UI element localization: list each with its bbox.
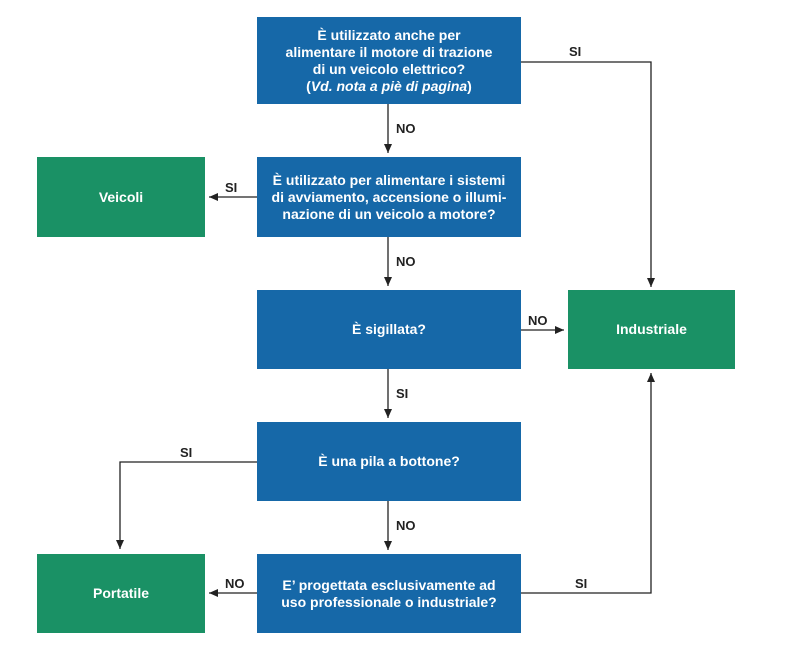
edge-label-q3-no: NO (528, 313, 548, 328)
edge-label-q3-yes: SI (396, 386, 409, 401)
edge-label-q5-no: NO (225, 576, 245, 591)
edge-label-q1-yes: SI (569, 44, 582, 59)
question-professional-use: E’ progettata esclusivamente ad uso prof… (257, 554, 521, 633)
arrow-q5-yes (521, 373, 655, 594)
edge-label-q2-no: NO (396, 254, 416, 269)
edge-label-q5-yes: SI (575, 576, 588, 591)
q2-line3: nazione di un veicolo a motore? (282, 205, 496, 222)
outcome-veicoli-label: Veicoli (98, 188, 144, 205)
q1-line2: alimentare il motore di trazione (285, 43, 493, 60)
question-vehicle-starter: È utilizzato per alimentare i sistemi di… (257, 157, 521, 237)
q1-line1: È utilizzato anche per (317, 26, 461, 43)
outcome-veicoli: Veicoli (37, 157, 205, 237)
q1-note-open: ( (306, 77, 311, 94)
question-traction-motor: È utilizzato anche per alimentare il mot… (257, 17, 521, 104)
q3-text: È sigillata? (352, 321, 426, 337)
q5-line1: E’ progettata esclusivamente ad (282, 576, 496, 593)
outcome-portatile: Portatile (37, 554, 205, 633)
q4-text: È una pila a bottone? (318, 453, 460, 469)
question-sealed: È sigillata? (257, 290, 521, 369)
q1-note-line: (Vd. nota a piè di pagina) (286, 78, 493, 95)
outcome-industriale-label: Industriale (616, 321, 687, 337)
arrow-q4-yes (116, 461, 257, 549)
outcome-industriale: Industriale (568, 290, 735, 369)
q2-line2: di avviamento, accensione o illumi- (271, 188, 507, 205)
question-button-cell: È una pila a bottone? (257, 422, 521, 501)
q1-note-close: ) (467, 77, 472, 94)
edge-label-q4-yes: SI (180, 445, 193, 460)
q5-line2: uso professionale o industriale? (281, 593, 497, 610)
edge-label-q2-yes: SI (225, 180, 238, 195)
q1-line3: di un veicolo elettrico? (312, 60, 466, 77)
outcome-portatile-label: Portatile (92, 585, 149, 601)
edge-label-q4-no: NO (396, 518, 416, 533)
q1-footnote-reference: Vd. nota a piè di pagina (310, 77, 468, 94)
edge-label-q1-no: NO (396, 121, 416, 136)
q2-line1: È utilizzato per alimentare i sistemi (272, 171, 506, 188)
arrow-q1-yes (521, 61, 655, 287)
